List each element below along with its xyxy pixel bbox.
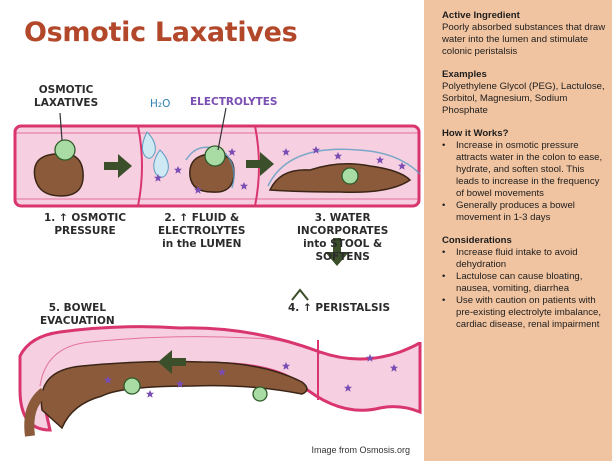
illustration-area: Osmotic Laxatives [13, 17, 422, 455]
list-item: Use with caution on patients with pre-ex… [442, 295, 608, 331]
label-step3: 3. WATER INCORPORATES into STOOL & SOFTE… [297, 212, 389, 263]
active-ingredient-text: Poorly absorbed substances that draw wat… [442, 22, 606, 57]
active-ingredient-heading: Active Ingredient [442, 10, 520, 21]
considerations-list: Increase fluid intake to avoid dehydrati… [442, 247, 608, 331]
label-h2o: H₂O [150, 98, 171, 110]
label-step1: 1. ↑ OSMOTIC PRESSURE [44, 212, 127, 237]
how-it-works-heading: How it Works? [442, 128, 509, 139]
label-electrolytes: ELECTROLYTES [190, 96, 278, 108]
arrow-left-icon [158, 350, 186, 374]
arrow-right-icon [246, 152, 274, 176]
arrow-right-icon [104, 154, 132, 178]
considerations-heading: Considerations [442, 235, 512, 246]
stool-icon [267, 148, 421, 193]
info-panel: Active Ingredient Poorly absorbed substa… [424, 0, 612, 461]
label-step2: 2. ↑ FLUID & ELECTROLYTES in the LUMEN [158, 212, 246, 250]
water-drop-icon [141, 131, 169, 178]
list-item: Increase in osmotic pressure attracts wa… [442, 140, 608, 200]
laxative-pointer [59, 112, 63, 141]
examples-heading: Examples [442, 69, 487, 80]
laxative-pill-icon [204, 145, 226, 167]
list-item: Lactulose can cause bloating, nausea, vo… [442, 271, 608, 295]
intestine-illustration [13, 107, 422, 437]
list-item: Generally produces a bowel movement in 1… [442, 200, 608, 224]
arrow-up-icon [291, 288, 309, 301]
page-title: Osmotic Laxatives [24, 17, 298, 48]
stool-icon [185, 146, 235, 193]
label-osmotic-laxatives: OSMOTIC LAXATIVES [34, 84, 99, 109]
laxative-pill-icon [54, 139, 76, 161]
electrolyte-pointer [217, 107, 227, 151]
examples-text: Polyethylene Glycol (PEG), Lactulose, So… [442, 81, 605, 116]
label-step4: 4. ↑ PERISTALSIS [288, 302, 391, 314]
arrow-down-icon [325, 238, 349, 266]
list-item: Increase fluid intake to avoid dehydrati… [442, 247, 608, 271]
label-step5: 5. BOWEL EVACUATION [40, 302, 115, 327]
stool-icon [33, 152, 84, 197]
image-credit: Image from Osmosis.org [311, 445, 410, 455]
how-it-works-list: Increase in osmotic pressure attracts wa… [442, 140, 608, 224]
